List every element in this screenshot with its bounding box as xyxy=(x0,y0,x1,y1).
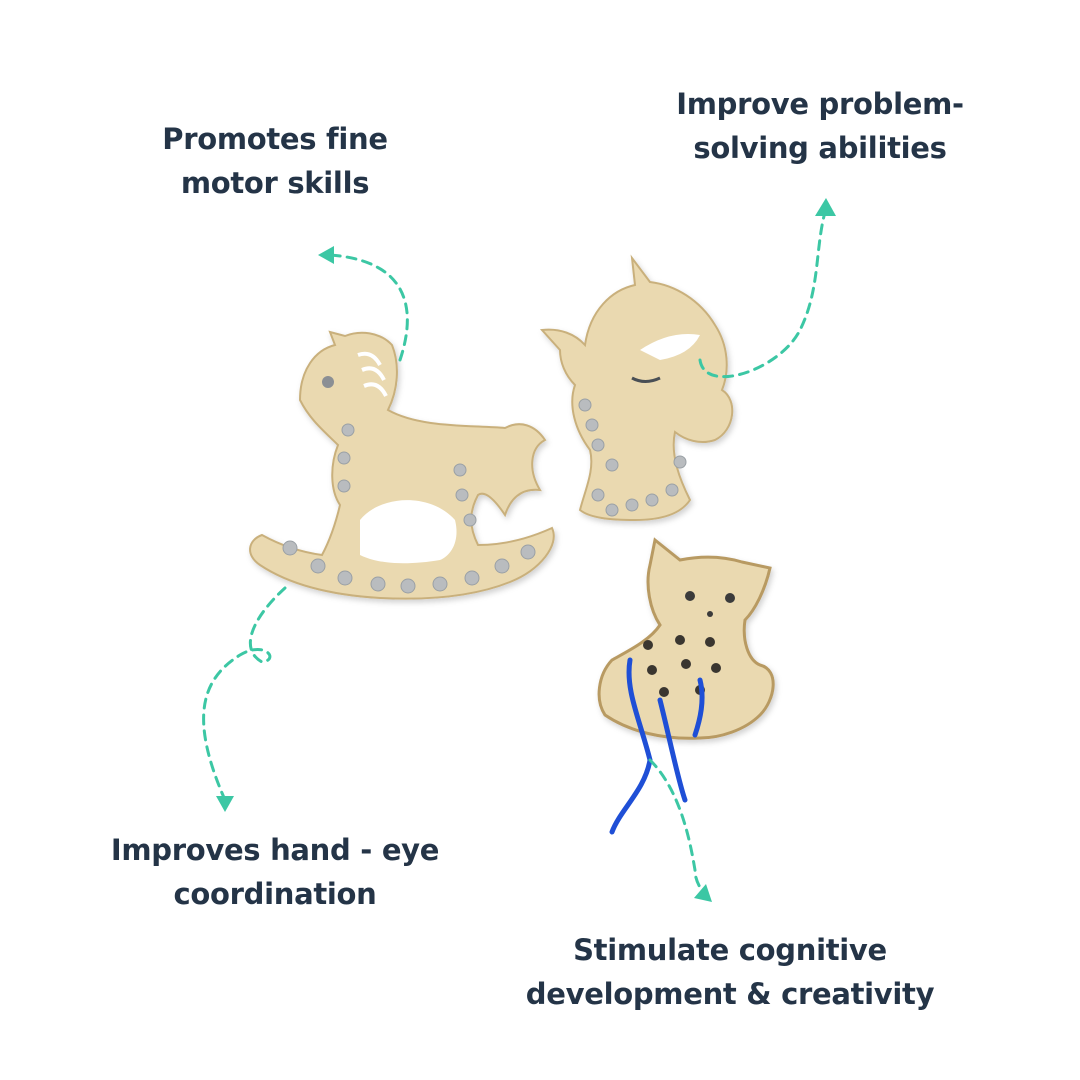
cat-holes xyxy=(643,635,721,697)
unicorn-body xyxy=(539,254,734,522)
arrow-problem-solving xyxy=(698,210,827,379)
caption-cognitive-development: Stimulate cognitive development & creati… xyxy=(470,928,990,1016)
arrow-fine-motor xyxy=(328,253,409,362)
caption-hand-eye-line2: coordination xyxy=(173,877,377,911)
caption-problem-solving-line2: solving abilities xyxy=(693,131,947,165)
rocking-horse-eye xyxy=(322,376,334,388)
caption-problem-solving: Improve problem- solving abilities xyxy=(640,82,1000,170)
rocking-horse-toy xyxy=(249,330,555,600)
cat-body xyxy=(597,537,775,740)
caption-fine-motor-line1: Promotes fine xyxy=(162,122,388,156)
caption-cognitive-line1: Stimulate cognitive xyxy=(573,933,887,967)
arrowhead-problem-solving xyxy=(815,198,836,216)
caption-hand-eye-line1: Improves hand - eye xyxy=(110,833,440,867)
unicorn-toy xyxy=(539,254,734,522)
caption-fine-motor-skills: Promotes fine motor skills xyxy=(130,117,420,205)
caption-fine-motor-line2: motor skills xyxy=(180,166,370,200)
arrow-hand-eye xyxy=(202,586,287,802)
arrowhead-hand-eye xyxy=(216,796,234,812)
rocking-horse-cutout xyxy=(360,500,457,564)
caption-hand-eye-coordination: Improves hand - eye coordination xyxy=(80,828,470,916)
arrow-cognitive xyxy=(648,758,707,897)
unicorn-mane-cutout xyxy=(640,334,700,360)
unicorn-eye xyxy=(631,376,661,383)
caption-cognitive-line2: development & creativity xyxy=(525,977,935,1011)
caption-problem-solving-line1: Improve problem- xyxy=(676,87,964,121)
rocking-horse-holes xyxy=(282,423,536,594)
rocking-horse-body xyxy=(249,330,555,600)
arrowhead-cognitive xyxy=(694,884,712,902)
arrowhead-fine-motor xyxy=(318,246,334,264)
cat-toy xyxy=(597,537,775,740)
rocking-horse-mane xyxy=(357,351,388,397)
unicorn-holes xyxy=(578,398,687,517)
